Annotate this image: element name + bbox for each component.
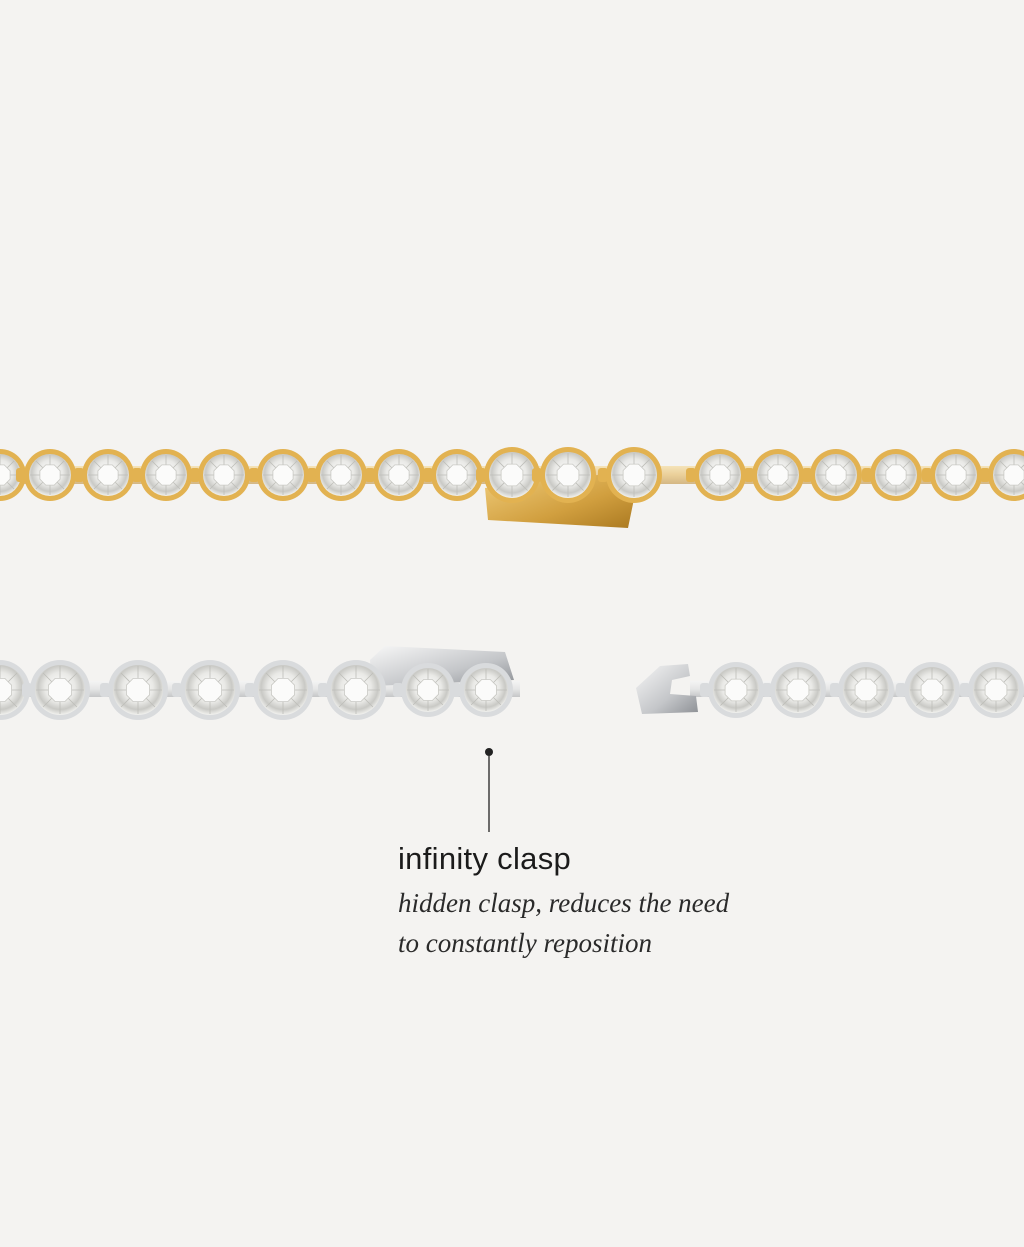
silver-stone <box>830 662 894 718</box>
gold-stone <box>476 447 540 503</box>
silver-tennis-bracelet-right <box>636 662 1024 718</box>
silver-tennis-bracelet-left <box>0 646 520 720</box>
silver-stone <box>393 663 455 717</box>
silver-stone <box>960 662 1024 718</box>
silver-stone <box>700 662 764 718</box>
callout-dot <box>485 748 493 756</box>
gold-stone <box>862 449 922 501</box>
feature-callout: infinity clasp hidden clasp, reduces the… <box>398 840 958 963</box>
gold-stone <box>532 447 596 503</box>
gold-stone <box>922 449 982 501</box>
gold-stone <box>365 449 425 501</box>
silver-clasp-hook <box>636 664 698 714</box>
gold-stone <box>598 447 662 503</box>
gold-tennis-bracelet <box>0 447 1024 528</box>
gold-stone <box>423 449 483 501</box>
gold-stone <box>744 449 804 501</box>
silver-stone <box>896 662 960 718</box>
gold-stone <box>132 449 192 501</box>
callout-leader <box>485 748 493 832</box>
gold-stone <box>249 449 309 501</box>
silver-stone <box>245 660 313 720</box>
silver-stone <box>22 660 90 720</box>
gold-stone <box>0 449 26 501</box>
gold-stone <box>307 449 367 501</box>
gold-stone <box>686 449 746 501</box>
silver-stone <box>0 660 30 720</box>
callout-description-line-1: hidden clasp, reduces the need <box>398 888 730 919</box>
gold-stone <box>190 449 250 501</box>
silver-stone <box>100 660 168 720</box>
gold-stone <box>74 449 134 501</box>
callout-description-line-2: to constantly reposition <box>398 928 652 959</box>
callout-description: hidden clasp, reduces the need to consta… <box>398 883 958 963</box>
gold-stone <box>16 449 76 501</box>
gold-stone <box>980 449 1024 501</box>
silver-stone <box>318 660 386 720</box>
gold-stone <box>802 449 862 501</box>
silver-stone <box>762 662 826 718</box>
silver-stone <box>172 660 240 720</box>
callout-title: infinity clasp <box>398 841 572 876</box>
silver-stone <box>451 663 513 717</box>
